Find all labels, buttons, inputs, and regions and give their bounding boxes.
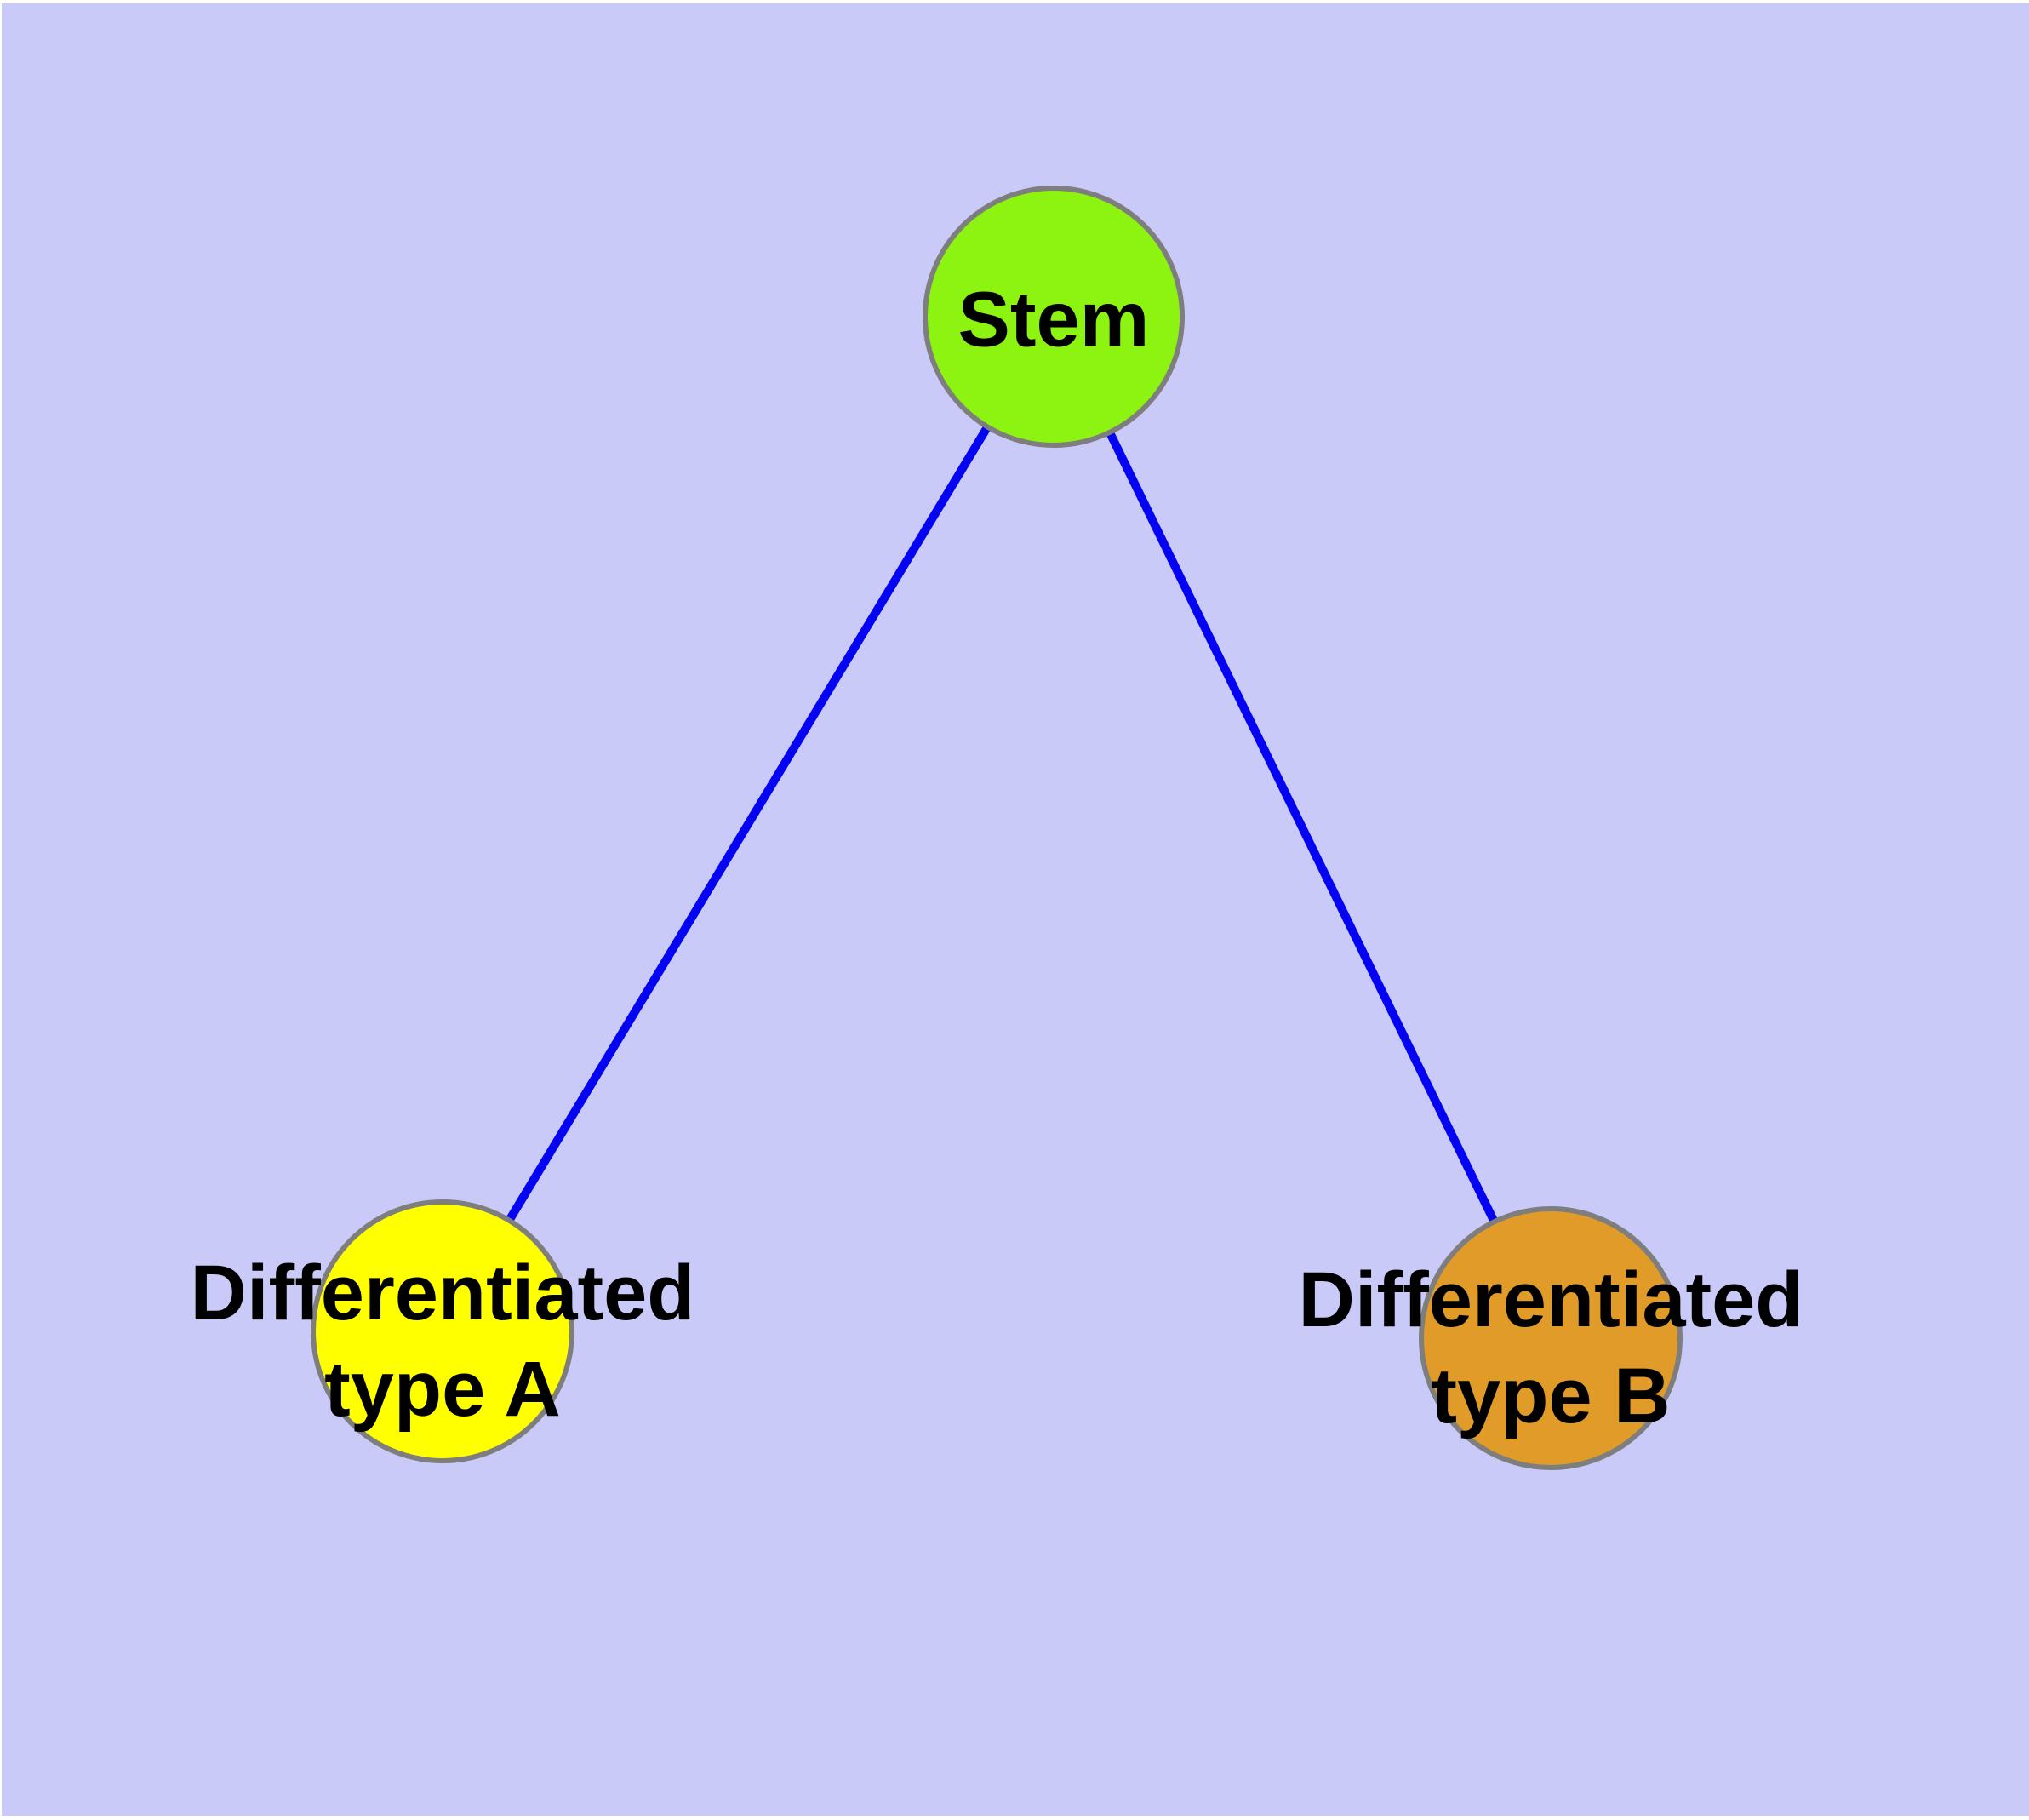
edge-group	[500, 416, 1503, 1233]
node-typeB-label: Differentiated type B	[1299, 1252, 1803, 1445]
node-typeA-circle	[311, 1199, 574, 1463]
node-group	[311, 186, 1683, 1470]
node-typeB-label-line1: Differentiated	[1298, 1256, 1803, 1343]
node-typeA-label-line1: Differentiated	[190, 1250, 695, 1336]
node-typeB-label-line2: type B	[1431, 1353, 1671, 1439]
edge-stem-to-typeB	[1101, 421, 1503, 1233]
node-stem-circle	[923, 186, 1185, 448]
node-stem-label: Stem	[957, 276, 1150, 363]
node-typeB-circle	[1419, 1206, 1683, 1470]
node-typeA-label: Differentiated type A	[191, 1245, 695, 1438]
edge-stem-to-typeA	[500, 416, 997, 1232]
node-typeA-label-line2: type A	[324, 1346, 561, 1433]
